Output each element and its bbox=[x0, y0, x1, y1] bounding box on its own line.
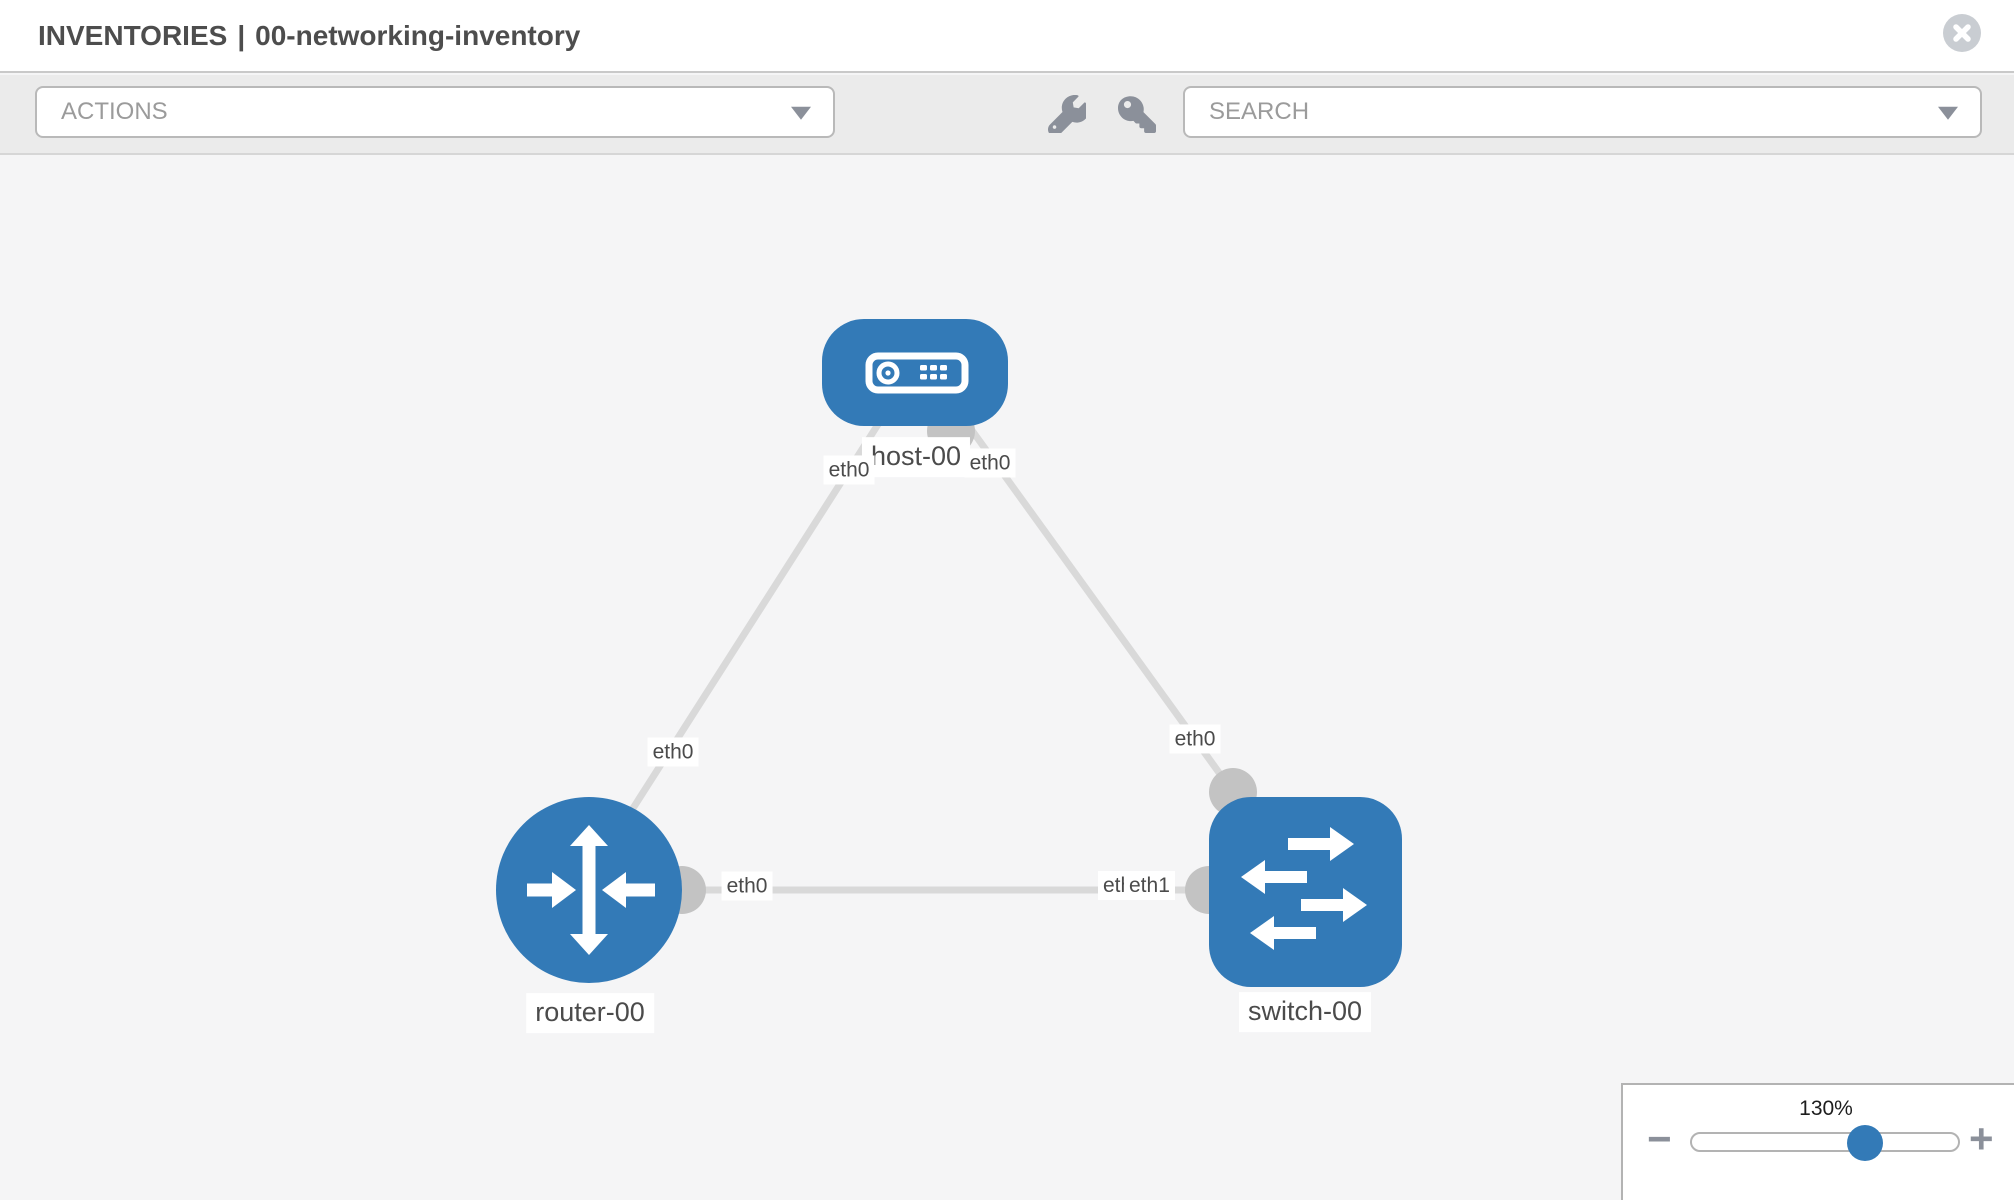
credentials-button[interactable] bbox=[1118, 95, 1156, 133]
configure-button[interactable] bbox=[1047, 94, 1090, 137]
zoom-level: 130% bbox=[1799, 1097, 1853, 1120]
zoom-out-button[interactable]: − bbox=[1647, 1115, 1672, 1162]
breadcrumb-section: INVENTORIES bbox=[38, 19, 228, 51]
key-icon bbox=[1118, 96, 1156, 133]
zoom-slider-track[interactable] bbox=[1690, 1132, 1960, 1152]
interface-label-eth0: eth0 bbox=[823, 455, 875, 485]
node-switch-00[interactable] bbox=[1209, 797, 1402, 987]
close-icon bbox=[1953, 24, 1971, 42]
topology-canvas[interactable]: host-00 router-00 switch-00 eth0 eth0 et… bbox=[0, 155, 2014, 1200]
switch-icon bbox=[1241, 827, 1367, 950]
router-icon bbox=[527, 825, 655, 955]
breadcrumb-item: 00-networking-inventory bbox=[255, 19, 581, 51]
zoom-in-button[interactable]: + bbox=[1969, 1115, 1994, 1162]
actions-dropdown[interactable]: ACTIONS bbox=[35, 86, 835, 138]
interface-label-eth1: eth1 bbox=[1124, 871, 1175, 901]
node-label-switch[interactable]: switch-00 bbox=[1238, 992, 1372, 1032]
close-button[interactable] bbox=[1943, 14, 1981, 52]
page-title: INVENTORIES | 00-networking-inventory bbox=[38, 20, 580, 52]
host-icon bbox=[865, 352, 969, 394]
chevron-down-icon bbox=[1938, 106, 1958, 120]
actions-dropdown-label: ACTIONS bbox=[61, 98, 168, 125]
toolbar: ACTIONS SEARCH bbox=[0, 75, 2014, 155]
node-label-host[interactable]: host-00 bbox=[861, 437, 971, 477]
header: INVENTORIES | 00-networking-inventory bbox=[0, 0, 2014, 73]
interface-label-eth0: eth0 bbox=[647, 737, 699, 767]
node-host-00[interactable] bbox=[822, 319, 1008, 426]
node-label-router[interactable]: router-00 bbox=[526, 993, 654, 1033]
node-router-00[interactable] bbox=[496, 797, 682, 983]
interface-label-eth0: eth0 bbox=[721, 871, 773, 901]
zoom-panel: 130% − + bbox=[1621, 1083, 2014, 1200]
wrench-icon bbox=[1047, 94, 1090, 137]
search-dropdown[interactable]: SEARCH bbox=[1183, 86, 1982, 138]
interface-label-eth0: eth0 bbox=[964, 448, 1016, 478]
chevron-down-icon bbox=[791, 106, 811, 120]
breadcrumb-separator: | bbox=[237, 19, 246, 51]
zoom-slider-knob[interactable] bbox=[1847, 1125, 1883, 1161]
interface-label-eth0: eth0 bbox=[1169, 724, 1221, 754]
search-placeholder: SEARCH bbox=[1209, 98, 1310, 125]
